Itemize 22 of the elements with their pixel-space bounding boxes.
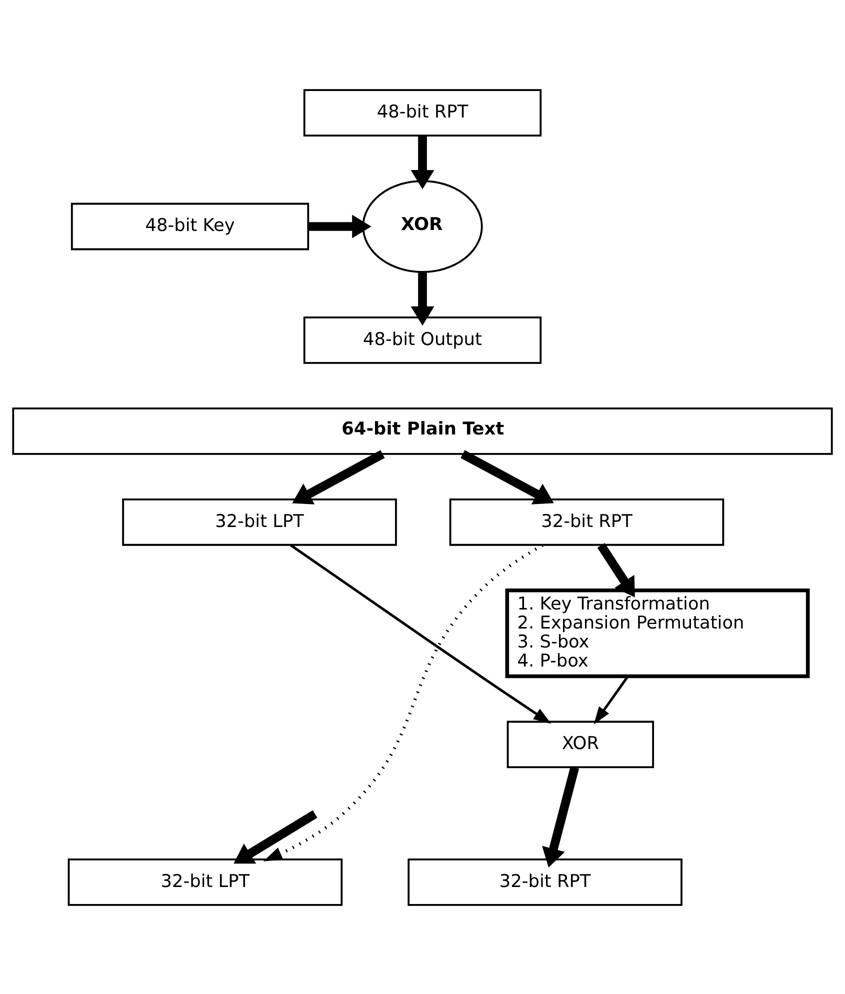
node-box: 48-bit RPT: [303, 88, 542, 136]
node-box: 1. Key Transformation 2. Expansion Permutation 3. S-box 4. P-box: [505, 588, 810, 678]
arrow: [308, 214, 372, 238]
arrow: [290, 544, 552, 724]
arrow: [542, 766, 580, 867]
node-box: 32-bit RPT: [408, 858, 682, 906]
node-box: 64-bit Plain Text: [12, 406, 833, 454]
arrow: [460, 450, 554, 504]
arrow: [594, 675, 629, 724]
arrow: [234, 810, 318, 864]
arrow: [410, 272, 434, 326]
arrow: [597, 542, 635, 597]
node-box: 32-bit LPT: [68, 858, 343, 906]
node-box: 48-bit Key: [70, 202, 310, 250]
node-box: 32-bit RPT: [449, 498, 724, 546]
node-box: 32-bit LPT: [122, 498, 397, 546]
node-box: XOR: [506, 720, 654, 768]
arrow: [410, 136, 434, 189]
arrow: [292, 450, 385, 504]
node-ellipse: XOR: [362, 180, 483, 272]
arrow: [263, 543, 544, 861]
node-box: 48-bit Output: [303, 316, 542, 364]
